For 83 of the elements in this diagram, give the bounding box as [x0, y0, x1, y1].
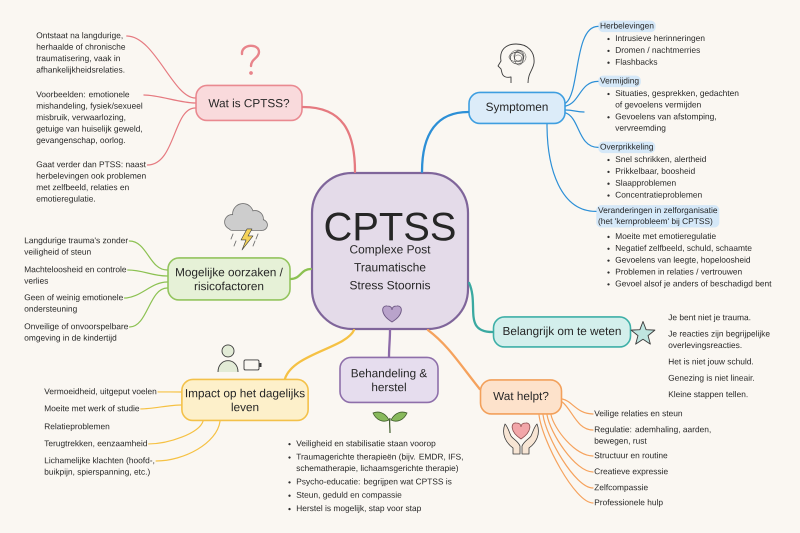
subtopic-label: Herbelevingen [598, 20, 656, 32]
branch-text: Machteloosheid en controle verlies [24, 266, 126, 284]
branch-text: Regulatie: ademhaling, aarden, bewegen, rust [594, 426, 711, 446]
topic-box: Behandeling & herstel [339, 356, 439, 404]
list-item: Prikkelbaar, boosheid [616, 168, 695, 175]
central-topic-box: CPTSS Complexe Post Traumatische Stress Stoornis [310, 172, 470, 330]
branch-line [565, 112, 599, 148]
branch-line [127, 269, 168, 277]
branch-line [542, 414, 594, 489]
branch-line [565, 80, 599, 107]
note-text: Genezing is niet lineair. [668, 374, 754, 382]
branch-text: Structuur en routine [594, 452, 668, 458]
topic-box: Belangrijk om te weten [492, 316, 632, 348]
branch-text: Geen of weinig emotionele ondersteuning [24, 294, 123, 314]
branch-text: Zelfcompassie [594, 484, 648, 492]
subtopic-label: Vermijding [598, 76, 641, 88]
branch-text: Terugtrekken, eenzaamheid [44, 440, 147, 448]
note-text: Je bent niet je trauma. [668, 314, 750, 322]
branch-line [565, 109, 585, 113]
subtopic-label: Overprikkeling [598, 142, 656, 154]
branch-text: Relatieproblemen [44, 423, 110, 431]
branch-line [124, 281, 168, 299]
list-item: Herstel is mogelijk, stap voor stap [296, 505, 421, 513]
list-item: Situaties, gesprekken, gedachten of gevoelens vermijden [616, 90, 738, 110]
list-item: Veiligheid en stabilisatie staan voorop [296, 440, 436, 448]
branch-line [550, 414, 594, 457]
branch-line [546, 124, 597, 212]
branch-line [128, 240, 168, 271]
list-item: Gevoelens van leegte, hopeloosheid [616, 256, 750, 264]
list-item: Gevoel alsof je anders of beschadigd bent [616, 280, 772, 288]
note-text: Het is niet jouw schuld. [668, 358, 753, 366]
branch-line [562, 401, 594, 431]
branch-text: Moeite met werk of studie [44, 405, 140, 412]
branch-line [426, 328, 481, 390]
branch-text: Langdurige trauma's zonder veiligheid of steun [24, 237, 128, 256]
list-item: Gevoelens van afstomping, vervreemding [615, 113, 716, 132]
list-item: Intrusieve herinneringen [616, 34, 704, 43]
branch-text: Gaat verder dan PTSS: naast herbelevingen ook problemen met zelfbeeld, relaties en emotieregulatie. [36, 161, 146, 204]
note-text: Kleine stappen tellen. [668, 391, 748, 399]
branch-line [565, 26, 599, 104]
branch-line [538, 414, 594, 504]
list-item: Negatief zelfbeeld, schuld, schaamte [616, 244, 752, 253]
branch-text: Vermoeidheid, uitgeput voelen [44, 388, 156, 396]
topic-box: Wat helpt? [480, 379, 562, 415]
branch-line [140, 404, 182, 410]
list-item: Psycho-educatie: begrijpen wat CPTSS is [296, 478, 452, 486]
branch-line [420, 110, 470, 174]
branch-line [143, 94, 196, 104]
subtopic-label: Veranderingen in zelforganisatie (het 'kernprobleem' bij CPTSS) [596, 205, 720, 228]
branch-text: Ontstaat na langdurige, herhaalde of chronische traumatisering, vaak in afhankelijkheidsrelaties. [36, 32, 126, 74]
list-item: Moeite met emotieregulatie [616, 232, 716, 241]
note-text: Je reacties zijn begrijpelijke overlevingsreacties. [668, 330, 770, 350]
list-item: Snel schrikken, alertheid [616, 156, 706, 164]
topic-box: Mogelijke oorzaken / risicofactoren [167, 257, 291, 301]
branch-text: Creatieve expressie [594, 468, 668, 476]
branch-line [302, 106, 356, 174]
list-item: Dromen / nachtmerries [616, 46, 700, 53]
list-item: Steun, geduld en compassie [296, 492, 402, 500]
topic-box: Impact op het dagelijks leven [181, 378, 309, 422]
branch-line [562, 398, 594, 415]
branch-line [468, 282, 494, 334]
branch-line [290, 268, 312, 280]
branch-line [284, 328, 356, 380]
branch-text: Veilige relaties en steun [594, 410, 682, 418]
list-item: Traumagerichte therapieën (bijv. EMDR, IFS, schematherapie, lichaamsgerichte therapie) [296, 454, 463, 473]
list-item: Flashbacks [616, 58, 658, 65]
branch-line [157, 391, 182, 393]
branch-line [546, 414, 594, 473]
list-item: Concentratieproblemen [616, 192, 702, 200]
branch-line [129, 287, 168, 328]
branch-text: Onveilige of onvoorspelbare omgeving in de kindertijd [24, 323, 128, 342]
branch-line [126, 35, 196, 99]
branch-line [148, 420, 204, 445]
branch-line [388, 328, 392, 358]
list-item: Problemen in relaties / vertrouwen [616, 268, 742, 275]
branch-text: Lichamelijke klachten (hoofd-, buikpijn, spierspanning, etc.) [44, 457, 154, 476]
list-item: Slaapproblemen [616, 180, 676, 188]
topic-box: Wat is CPTSS? [195, 84, 303, 122]
branch-text: Voorbeelden: emotionele mishandeling, fysiek/sexueel misbruik, verwaarlozing, getuige van huiselijk geweld, gevangenschap, oorlog. [36, 91, 142, 145]
branch-line [156, 420, 221, 462]
branch-line [146, 107, 196, 166]
branch-text: Professionele hulp [594, 499, 663, 507]
topic-box: Symptomen [468, 92, 566, 124]
